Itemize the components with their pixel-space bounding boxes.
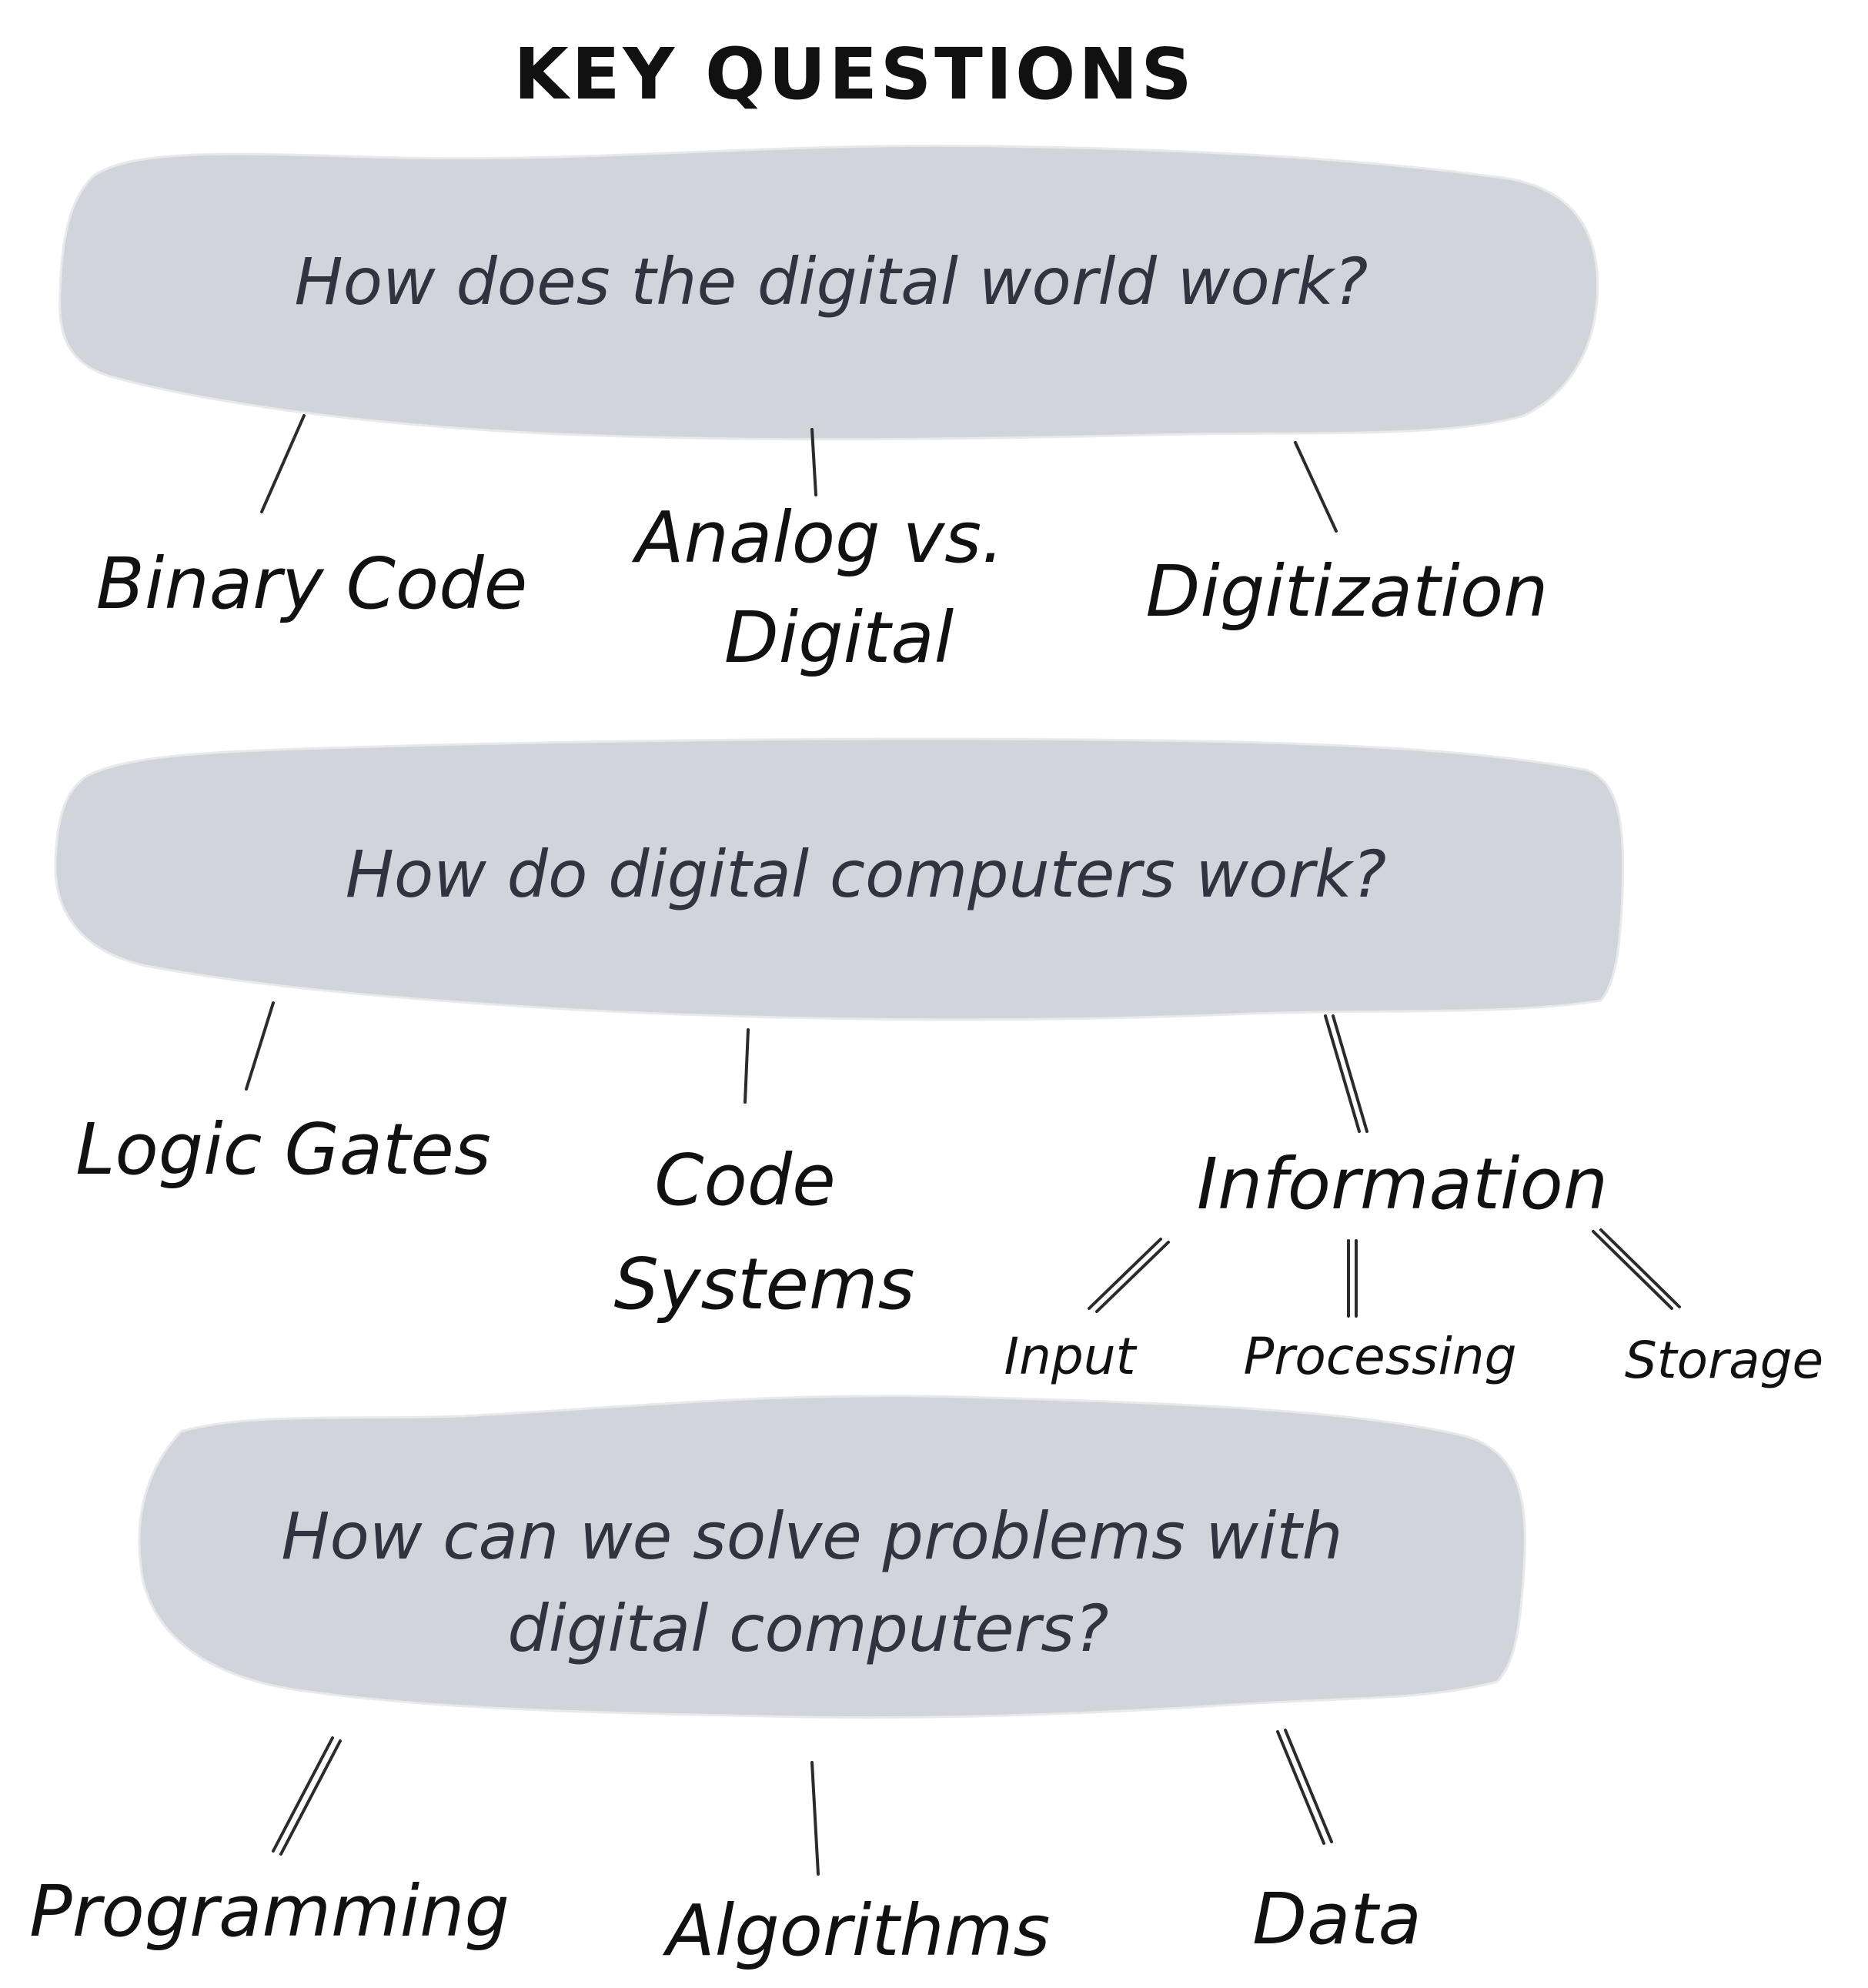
diagram-title: KEY QUESTIONS xyxy=(513,33,1195,115)
topic-analog-vs-digital-line1: Analog vs. xyxy=(632,496,1004,579)
question-2-connector-1 xyxy=(245,1001,275,1091)
topic-programming: Programming xyxy=(29,1870,510,1953)
information-connector-storage-a xyxy=(1592,1230,1673,1310)
information-connector-storage-b xyxy=(1599,1228,1681,1308)
question-3-text-line2: digital computers? xyxy=(507,1591,1108,1666)
topic-logic-gates: Logic Gates xyxy=(75,1108,491,1191)
topic-algorithms: Algorithms xyxy=(663,1889,1051,1972)
subtopic-input: Input xyxy=(1004,1327,1138,1386)
question-3-bubble xyxy=(138,1395,1526,1719)
question-3-connector-3a xyxy=(1276,1730,1325,1845)
topic-information: Information xyxy=(1197,1143,1608,1225)
topic-data: Data xyxy=(1252,1878,1422,1960)
question-3-connector-2 xyxy=(810,1761,820,1876)
question-1-connector-3 xyxy=(1294,441,1338,533)
question-1-connector-2 xyxy=(810,428,817,496)
subtopic-storage: Storage xyxy=(1625,1331,1823,1390)
topic-digitization: Digitization xyxy=(1146,550,1549,633)
question-2-text: How do digital computers work? xyxy=(346,837,1387,912)
question-3-connector-1b xyxy=(279,1739,342,1856)
topic-analog-vs-digital-line2: Digital xyxy=(724,596,954,679)
subtopic-processing: Processing xyxy=(1243,1327,1516,1386)
question-2-bubble xyxy=(54,737,1625,1021)
question-3-connector-1a xyxy=(272,1736,334,1853)
question-3-connector-3b xyxy=(1284,1729,1333,1843)
question-2-connector-3a xyxy=(1324,1014,1361,1133)
question-1-connector-1 xyxy=(260,414,306,513)
question-2-group: How do digital computers work? Logic Gat… xyxy=(54,737,1823,1390)
information-connector-input-b xyxy=(1095,1241,1170,1313)
question-1-bubble xyxy=(58,144,1599,441)
topic-code-systems-line1: Code xyxy=(654,1139,836,1221)
question-2-connector-2 xyxy=(744,1028,750,1104)
question-2-connector-3b xyxy=(1332,1014,1368,1133)
topic-binary-code: Binary Code xyxy=(96,543,527,625)
information-connector-input-a xyxy=(1088,1238,1162,1310)
question-3-text-line1: How can we solve problems with xyxy=(281,1499,1342,1574)
question-3-group: How can we solve problems with digital c… xyxy=(29,1395,1526,1972)
topic-code-systems-line2: Systems xyxy=(614,1243,915,1325)
question-1-group: How does the digital world work? Binary … xyxy=(58,144,1599,679)
question-1-text: How does the digital world work? xyxy=(295,244,1368,319)
